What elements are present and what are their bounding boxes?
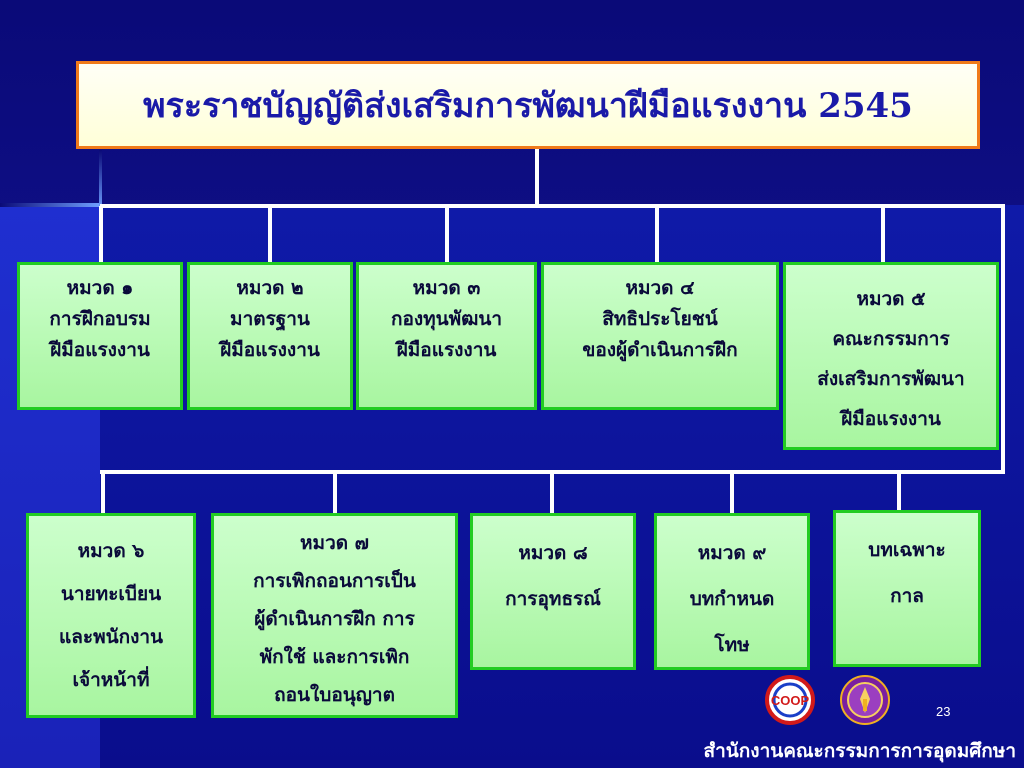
accent-vline bbox=[99, 150, 102, 210]
connector-box10 bbox=[897, 472, 901, 516]
chapter-3-heading: หมวด ๓ bbox=[412, 277, 481, 299]
connector-box8 bbox=[550, 472, 554, 516]
chapter-8-box: หมวด ๘ การอุทธรณ์ bbox=[470, 513, 636, 670]
chapter-6-line: เจ้าหน้าที่ bbox=[72, 669, 150, 691]
chapter-8-line: การอุทธรณ์ bbox=[505, 588, 601, 610]
chapter-1-line: ฝีมือแรงงาน bbox=[50, 339, 150, 361]
connector-box6 bbox=[101, 472, 105, 516]
connector-right-vertical bbox=[1001, 204, 1005, 474]
page-number: 23 bbox=[936, 704, 951, 719]
transitional-provisions-box: บทเฉพาะ กาล bbox=[833, 510, 981, 667]
chapter-1-heading: หมวด ๑ bbox=[66, 277, 134, 299]
chapter-4-heading: หมวด ๔ bbox=[625, 277, 695, 299]
connector-box4 bbox=[655, 206, 659, 263]
chapter-5-heading: หมวด ๕ bbox=[856, 288, 926, 310]
chapter-4-box: หมวด ๔ สิทธิประโยชน์ ของผู้ดำเนินการฝึก bbox=[541, 262, 779, 410]
footer-organization: สำนักงานคณะกรรมการการอุดมศึกษา bbox=[703, 740, 1016, 762]
chapter-4-line: สิทธิประโยชน์ bbox=[602, 308, 718, 330]
coop-logo-text: COOP bbox=[771, 693, 810, 708]
chapter-2-line: ฝีมือแรงงาน bbox=[220, 339, 320, 361]
university-emblem-icon bbox=[840, 675, 890, 725]
connector-box5 bbox=[881, 206, 885, 263]
title-box: พระราชบัญญัติส่งเสริมการพัฒนาฝีมือแรงงาน… bbox=[76, 61, 980, 149]
chapter-9-line: บทกำหนด bbox=[689, 588, 775, 610]
chapter-5-line: ฝีมือแรงงาน bbox=[841, 408, 941, 430]
chapter-7-line: การเพิกถอนการเป็น bbox=[253, 570, 416, 592]
connector-box9 bbox=[730, 472, 734, 516]
chapter-5-line: คณะกรรมการ bbox=[832, 328, 950, 350]
transitional-provisions-line: กาล bbox=[890, 585, 924, 607]
chapter-3-line: ฝีมือแรงงาน bbox=[396, 339, 497, 361]
chapter-4-line: ของผู้ดำเนินการฝึก bbox=[582, 339, 738, 361]
chapter-7-box: หมวด ๗ การเพิกถอนการเป็น ผู้ดำเนินการฝึก… bbox=[211, 513, 458, 718]
connector-title-down bbox=[535, 149, 539, 206]
chapter-6-line: และพนักงาน bbox=[58, 626, 164, 648]
chapter-6-box: หมวด ๖ นายทะเบียน และพนักงาน เจ้าหน้าที่ bbox=[26, 513, 196, 718]
chapter-9-line: โทษ bbox=[714, 634, 750, 656]
chapter-6-line: นายทะเบียน bbox=[60, 583, 162, 605]
chapter-6-heading: หมวด ๖ bbox=[77, 540, 145, 562]
connector-box7 bbox=[333, 472, 337, 516]
chapter-9-box: หมวด ๙ บทกำหนด โทษ bbox=[654, 513, 810, 670]
chapter-5-line: ส่งเสริมการพัฒนา bbox=[817, 368, 965, 390]
chapter-7-line: ผู้ดำเนินการฝึก การ bbox=[254, 608, 415, 630]
chapter-2-line: มาตรฐาน bbox=[230, 308, 310, 330]
chapter-7-heading: หมวด ๗ bbox=[300, 532, 369, 554]
connector-box2 bbox=[268, 206, 272, 263]
chapter-7-line: พักใช้ และการเพิก bbox=[259, 646, 410, 668]
chapter-2-heading: หมวด ๒ bbox=[236, 277, 304, 299]
chapter-8-heading: หมวด ๘ bbox=[518, 542, 588, 564]
chapter-1-line: การฝึกอบรม bbox=[49, 308, 151, 330]
coop-logo-icon: COOP bbox=[765, 675, 815, 725]
chapter-3-box: หมวด ๓ กองทุนพัฒนา ฝีมือแรงงาน bbox=[356, 262, 537, 410]
chapter-5-box: หมวด ๕ คณะกรรมการ ส่งเสริมการพัฒนา ฝีมือ… bbox=[783, 262, 999, 450]
page-title: พระราชบัญญัติส่งเสริมการพัฒนาฝีมือแรงงาน… bbox=[143, 86, 913, 126]
connector-row1-bus bbox=[100, 204, 1005, 208]
connector-box3 bbox=[445, 206, 449, 263]
chapter-1-box: หมวด ๑ การฝึกอบรม ฝีมือแรงงาน bbox=[17, 262, 183, 410]
chapter-3-line: กองทุนพัฒนา bbox=[390, 308, 503, 330]
chapter-2-box: หมวด ๒ มาตรฐาน ฝีมือแรงงาน bbox=[187, 262, 353, 410]
accent-line bbox=[0, 203, 100, 207]
chapter-7-line: ถอนใบอนุญาต bbox=[274, 684, 395, 706]
connector-box1 bbox=[99, 206, 103, 263]
chapter-9-heading: หมวด ๙ bbox=[697, 542, 767, 564]
transitional-provisions-heading: บทเฉพาะ bbox=[868, 539, 946, 561]
